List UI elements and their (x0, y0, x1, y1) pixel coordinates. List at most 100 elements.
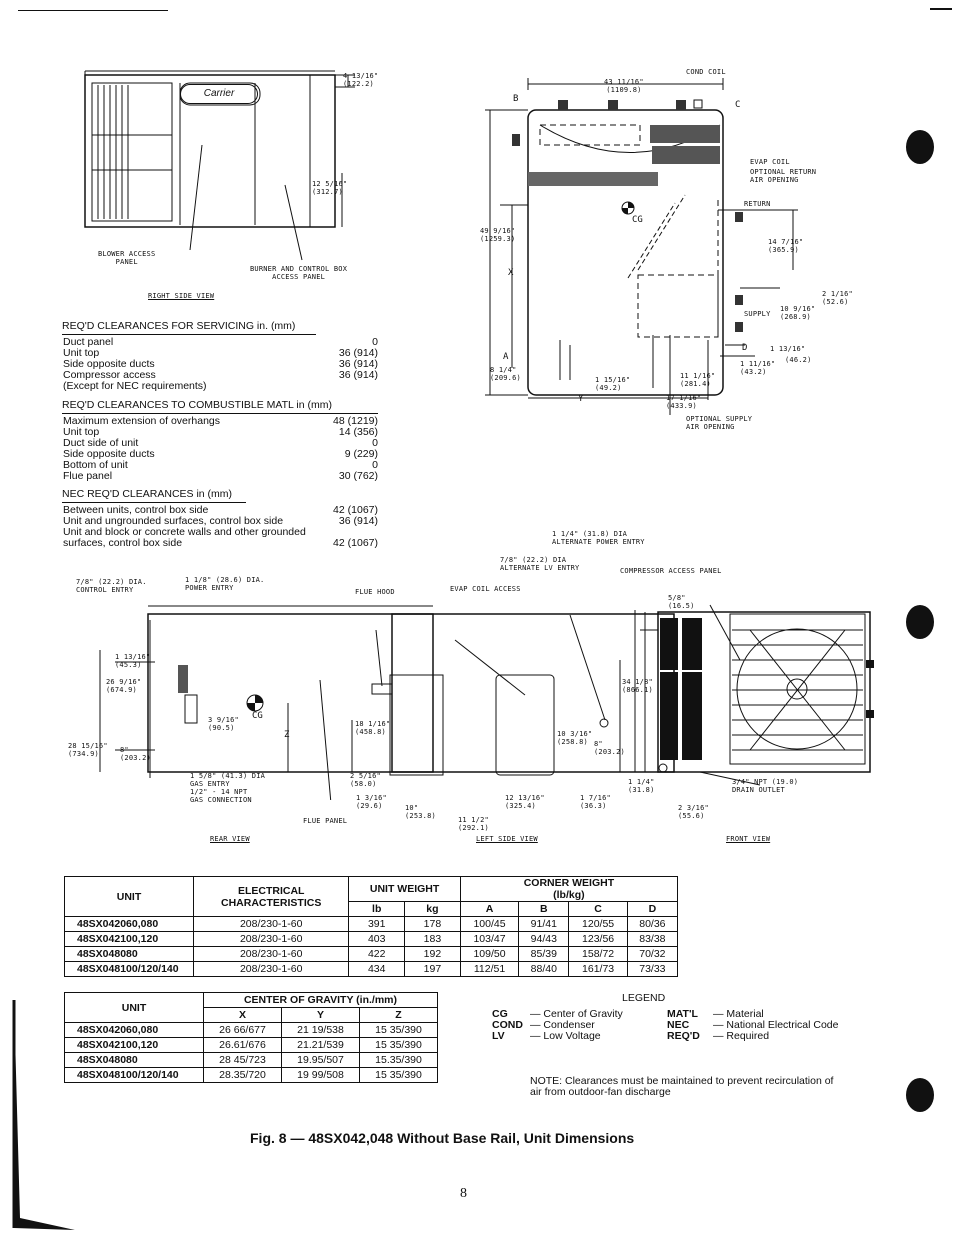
power-entry-label: 1 1/8" (28.6) DIA.POWER ENTRY (185, 576, 265, 592)
left-dim-1-7: 1 7/16"(36.3) (580, 794, 611, 810)
cell: 208/230-1-60 (192, 961, 350, 977)
top-view-drawing (480, 70, 840, 440)
cell: 26 66/677 (203, 1022, 282, 1038)
front-dim-34: 34 1/8"(866.1) (622, 678, 653, 694)
evap-access-label: EVAP COIL ACCESS (450, 585, 521, 593)
front-dim-5-8: 5/8"(16.5) (668, 594, 695, 610)
top-dim-1-15: 1 15/16"(49.2) (595, 376, 631, 392)
col-unit-weight: UNIT WEIGHT (348, 876, 461, 902)
flue-panel-label: FLUE PANEL (303, 817, 348, 825)
label-x: X (508, 268, 514, 278)
col-unit: UNIT (64, 992, 204, 1023)
punch-hole-3 (906, 1078, 934, 1112)
cond-coil-label: COND COIL (686, 68, 726, 76)
rsv-dim-top: 4 13/16"(122.2) (343, 72, 379, 88)
combustible-rule (62, 413, 378, 414)
label-b: B (513, 94, 519, 104)
front-dim-1-1-4: 1 1/4"(31.8) (628, 778, 655, 794)
cell: 21.21/539 (281, 1037, 360, 1053)
top-cg-label: CG (632, 215, 643, 225)
cell: 80/36 (626, 916, 679, 932)
cell: 15 35/390 (359, 1067, 438, 1083)
cell: 123/56 (568, 931, 628, 947)
col-y: Y (281, 1007, 360, 1023)
return-label: RETURN (744, 200, 771, 208)
col-c: C (568, 901, 628, 917)
top-right-mark (930, 8, 952, 10)
cell: 15 35/390 (359, 1022, 438, 1038)
cell: 48SX042060,080 (64, 1022, 204, 1038)
nec-row: Unit and ungrounded surfaces, control bo… (63, 515, 378, 527)
combustible-title: REQ'D CLEARANCES TO COMBUSTIBLE MATL in … (62, 399, 332, 411)
cell: 100/45 (459, 916, 520, 932)
cell: 403 (348, 931, 406, 947)
top-dim-1-13: 1 13/16" (770, 345, 806, 353)
top-dim-height: 49 9/16"(1259.3) (480, 227, 516, 243)
supply-label: SUPPLY (744, 310, 771, 318)
table-row: 48SX042060,080 26 66/677 21 19/538 15 35… (64, 1022, 438, 1038)
legend-right: MAT'L— Material NEC— National Electrical… (667, 1009, 838, 1042)
col-corner-weight: CORNER WEIGHT(lb/kg) (459, 876, 679, 902)
cell: 70/32 (626, 946, 679, 962)
cell: 48SX042100,120 (64, 1037, 204, 1053)
top-dim-1-11: 1 11/16"(43.2) (740, 360, 776, 376)
col-cg: CENTER OF GRAVITY (in./mm) (203, 992, 438, 1008)
control-entry-label: 7/8" (22.2) DIA.CONTROL ENTRY (76, 578, 147, 594)
servicing-rule (62, 334, 316, 335)
label-y: Y (578, 394, 584, 404)
punch-hole-1 (906, 130, 934, 164)
top-rule (18, 10, 168, 11)
cell: 208/230-1-60 (192, 946, 350, 962)
legend-item: CG— Center of Gravity (492, 1008, 623, 1020)
top-dim-width: 43 11/16"(1109.8) (604, 78, 644, 94)
cell: 85/39 (518, 946, 570, 962)
rear-view-title: REAR VIEW (210, 835, 250, 843)
cell: 48SX048080 (64, 946, 194, 962)
col-a: A (459, 901, 520, 917)
left-dim-12: 12 13/16"(325.4) (505, 794, 545, 810)
front-dim-2-3: 2 3/16"(55.6) (678, 804, 709, 820)
binding-edge (0, 1000, 75, 1230)
table-row: 48SX048080 208/230-1-60 422 192 109/50 8… (64, 946, 679, 962)
cell: 422 (348, 946, 406, 962)
top-dim-2: 2 1/16"(52.6) (822, 290, 853, 306)
legend-left: CG— Center of Gravity COND— Condenser LV… (492, 1009, 623, 1042)
top-dim-17: 17 1/16"(433.9) (666, 394, 702, 410)
cg-table: UNIT CENTER OF GRAVITY (in./mm) X Y Z 48… (64, 992, 438, 1083)
table-row: 48SX042100,120 208/230-1-60 403 183 103/… (64, 931, 679, 947)
rear-dim-28: 28 15/16"(734.9) (68, 742, 108, 758)
cell: 103/47 (459, 931, 520, 947)
col-b: B (518, 901, 570, 917)
left-dim-11: 11 1/2"(292.1) (458, 816, 489, 832)
left-view-title: LEFT SIDE VIEW (476, 835, 538, 843)
col-d: D (626, 901, 679, 917)
cell: 391 (348, 916, 406, 932)
table-row: 48SX048100/120/140 208/230-1-60 434 197 … (64, 961, 679, 977)
cell: 83/38 (626, 931, 679, 947)
cell: 19 99/508 (281, 1067, 360, 1083)
label-c: C (735, 100, 741, 110)
cell: 112/51 (459, 961, 520, 977)
cell: 73/33 (626, 961, 679, 977)
page-number: 8 (460, 1186, 467, 1201)
cell: 109/50 (459, 946, 520, 962)
cell: 197 (404, 961, 461, 977)
top-dim-8: 8 1/4"(209.6) (490, 366, 521, 382)
cell: 21 19/538 (281, 1022, 360, 1038)
cell: 15.35/390 (359, 1052, 438, 1068)
col-unit: UNIT (64, 876, 194, 917)
label-d: D (742, 343, 748, 353)
front-view-title: FRONT VIEW (726, 835, 771, 843)
